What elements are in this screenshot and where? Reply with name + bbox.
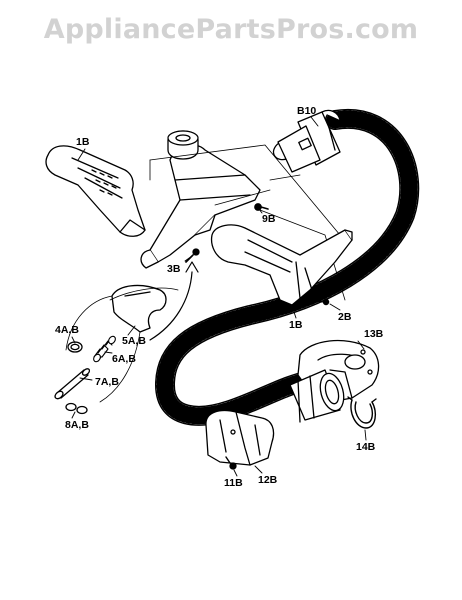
swivel-coupling — [289, 369, 345, 423]
label-9b: 9B — [262, 213, 276, 225]
label-2b: 2B — [338, 311, 352, 323]
label-5ab: 5A,B — [122, 335, 146, 347]
handle-frame — [140, 130, 261, 269]
o-rings-8ab — [65, 402, 88, 415]
lower-housing-12b — [205, 409, 275, 466]
handle-grip-1b — [45, 145, 146, 237]
label-7ab: 7A,B — [95, 376, 119, 388]
label-11b: 11B — [224, 477, 243, 489]
screw-2b — [313, 298, 330, 306]
screw-11b — [225, 456, 237, 470]
part-labels: 1B B10 9B 3B 1B 2B 4A,B 5A,B 6A,B 7A,B 8… — [55, 105, 384, 489]
alignment-lines — [149, 144, 346, 301]
label-6ab: 6A,B — [112, 353, 136, 365]
screw-9b — [254, 203, 269, 211]
label-b10: B10 — [297, 105, 316, 117]
label-1b-lower: 1B — [289, 319, 303, 331]
leader-lines — [71, 116, 367, 477]
label-12b: 12B — [258, 474, 278, 486]
o-ring-4ab — [67, 341, 83, 353]
site-watermark: AppliancePartsPros.com — [43, 14, 419, 45]
pin-7ab — [54, 368, 91, 400]
detail-bracket — [65, 295, 141, 403]
screw-3b — [185, 248, 200, 263]
label-3b: 3B — [167, 263, 181, 275]
assembly-arrows — [109, 261, 199, 341]
label-1b-handle: 1B — [76, 136, 90, 148]
hose-cuff-b10 — [272, 109, 341, 173]
spring-6ab — [93, 335, 116, 363]
handle-lower-1b — [210, 224, 353, 306]
label-8ab: 8A,B — [65, 419, 89, 431]
label-14b: 14B — [356, 441, 376, 453]
hose — [155, 108, 420, 426]
retaining-ring-14b — [347, 396, 377, 429]
trigger-5ab — [111, 284, 167, 333]
label-13b: 13B — [364, 328, 384, 340]
label-4ab: 4A,B — [55, 324, 79, 336]
